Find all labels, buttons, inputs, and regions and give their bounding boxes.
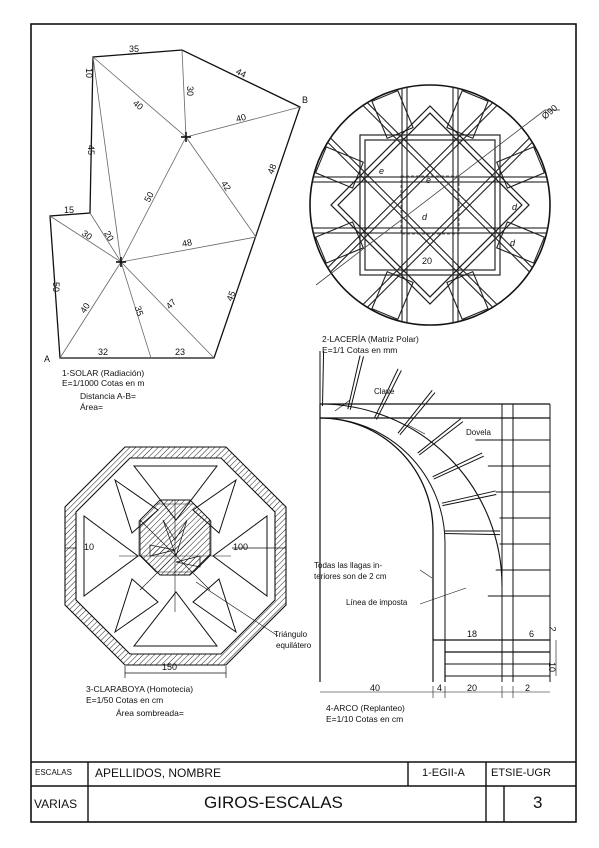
title-block-sheet-number: 3 — [533, 793, 543, 812]
arco-figure — [319, 351, 557, 698]
solar-title: 1-SOLAR (Radiación) — [62, 368, 145, 378]
solar-distance: Distancia A-B= — [80, 391, 136, 401]
arco-dovela: Dovela — [466, 428, 491, 437]
arco-dim-18: 18 — [467, 629, 478, 639]
solar-dim-top: 35 — [129, 44, 140, 54]
arco-scale: E=1/10 Cotas en cm — [326, 714, 404, 724]
claraboya-triangle-label-1: Triángulo — [274, 630, 308, 639]
laceria-scale: E=1/1 Cotas en mm — [322, 345, 398, 355]
laceria-title: 2-LACERÍA (Matriz Polar) — [322, 334, 419, 344]
title-block-scales-value: VARIAS — [34, 797, 78, 811]
solar-dim-30v: 30 — [185, 85, 196, 97]
arco-dim-20: 20 — [467, 683, 478, 693]
arco-dim-4: 4 — [437, 683, 443, 693]
arco-imposta: Línea de imposta — [346, 598, 408, 607]
solar-point-a: A — [44, 354, 51, 364]
arco-llagas-1: Todas las llagas in- — [314, 561, 383, 570]
arco-dim-10: 10 — [547, 661, 558, 673]
solar-dim-left-low: 50 — [51, 281, 62, 293]
laceria-figure — [309, 84, 560, 326]
title-block-group: 1-EGII-A — [422, 767, 465, 779]
solar-dim-upper-left: 10 — [84, 67, 95, 79]
laceria-dim-d1: d — [422, 212, 428, 222]
title-block-name: APELLIDOS, NOMBRE — [95, 766, 222, 780]
claraboya-title: 3-CLARABOYA (Homotecia) — [86, 684, 194, 694]
title-block-school: ETSIE-UGR — [491, 767, 551, 779]
title-block-title: GIROS-ESCALAS — [204, 793, 343, 812]
laceria-dim-d3: d — [510, 238, 516, 248]
arco-clave: Clave — [374, 387, 395, 396]
claraboya-dim-100: 100 — [233, 542, 249, 552]
solar-scale: E=1/1000 Cotas en m — [62, 378, 145, 388]
arco-dim-2h: 2 — [525, 683, 531, 693]
claraboya-dim-150: 150 — [162, 662, 178, 672]
arco-llagas-2: teriores son de 2 cm — [314, 572, 387, 581]
solar-figure — [49, 49, 301, 359]
claraboya-area: Área sombreada= — [116, 708, 184, 718]
title-block-lines — [31, 761, 576, 822]
arco-title: 4-ARCO (Replanteo) — [326, 703, 405, 713]
solar-dim-48b: 48 — [181, 237, 193, 249]
arco-dim-40: 40 — [370, 683, 381, 693]
title-block-escalas-label: ESCALAS — [35, 768, 72, 777]
arco-dim-2v: 2 — [547, 626, 558, 632]
laceria-dim-d2: d — [512, 202, 518, 212]
solar-dim-left-mid: 45 — [86, 144, 97, 156]
claraboya-dim-10: 10 — [84, 542, 95, 552]
laceria-dim-20: 20 — [422, 256, 433, 266]
arco-dim-6: 6 — [529, 629, 535, 639]
laceria-dim-e1: e — [379, 166, 385, 176]
claraboya-triangle-label-2: equilátero — [276, 641, 312, 650]
solar-dim-23: 23 — [175, 347, 186, 357]
claraboya-figure — [64, 446, 287, 678]
solar-dim-32: 32 — [98, 347, 109, 357]
sheet-border — [30, 23, 577, 823]
laceria-dim-e2: e — [426, 175, 432, 185]
solar-point-b: B — [302, 95, 309, 105]
solar-dim-step: 15 — [64, 205, 75, 215]
solar-area: Área= — [80, 402, 103, 412]
claraboya-scale: E=1/50 Cotas en cm — [86, 695, 164, 705]
